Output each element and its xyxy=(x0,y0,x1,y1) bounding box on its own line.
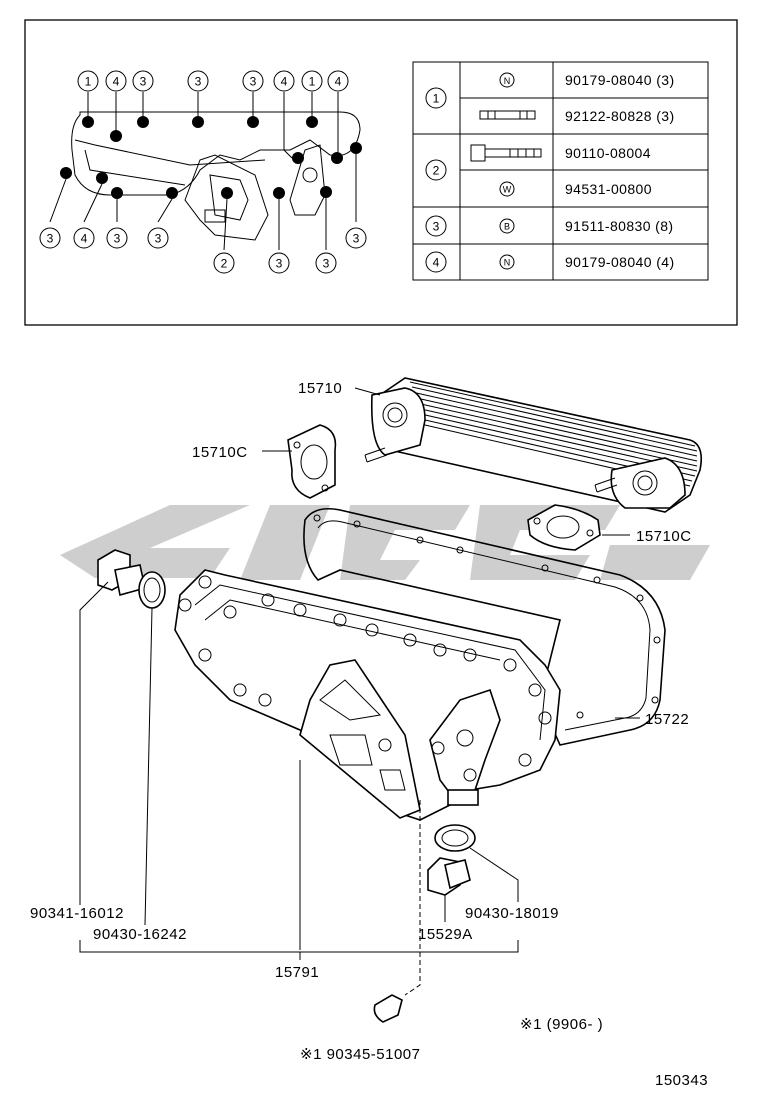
oil-cooler-element xyxy=(364,377,703,513)
svg-text:N: N xyxy=(504,76,511,86)
svg-text:W: W xyxy=(503,185,512,195)
main-leaders xyxy=(79,387,640,960)
table-ref-1: 1 xyxy=(425,87,447,109)
label-gasket-left: 15710C xyxy=(192,444,248,461)
svg-text:4: 4 xyxy=(281,75,288,89)
callout-circle: 4 xyxy=(327,70,349,92)
cooler-cover xyxy=(174,569,561,821)
nut-symbol-icon: N xyxy=(499,72,515,88)
svg-text:3: 3 xyxy=(155,232,162,246)
svg-text:3: 3 xyxy=(353,232,360,246)
svg-text:1: 1 xyxy=(433,92,440,106)
label-gasket-plug-left: 90430-16242 xyxy=(93,926,187,943)
callout-circle: 4 xyxy=(105,70,127,92)
cover-gasket xyxy=(303,507,666,746)
label-oil-cooler: 15710 xyxy=(298,380,342,397)
washer-symbol-icon: W xyxy=(499,181,515,197)
svg-text:4: 4 xyxy=(81,232,88,246)
label-plug-right: 15529A xyxy=(418,926,473,943)
callout-circle: 1 xyxy=(301,70,323,92)
svg-text:3: 3 xyxy=(433,220,440,234)
svg-text:B: B xyxy=(504,222,510,232)
table-part-number: 91511-80830 (8) xyxy=(565,218,673,234)
callout-circle: 4 xyxy=(73,227,95,249)
callout-circle: 3 xyxy=(132,70,154,92)
fastener-table: 1 2 3 4 N W B N 90179-08040 (3) 92122-80… xyxy=(412,61,709,281)
table-part-number: 90110-08004 xyxy=(565,145,651,161)
svg-text:2: 2 xyxy=(433,164,440,178)
plug-gasket-left xyxy=(138,571,166,609)
callout-circle: 3 xyxy=(39,227,61,249)
label-small-plug: ※1 90345-51007 xyxy=(300,1046,421,1063)
table-part-number: 92122-80828 (3) xyxy=(565,108,675,124)
watermark-logo xyxy=(60,505,710,580)
callout-circle: 3 xyxy=(187,70,209,92)
label-note-date: ※1 (9906- ) xyxy=(520,1016,603,1033)
svg-text:3: 3 xyxy=(195,75,202,89)
table-ref-2: 2 xyxy=(425,159,447,181)
small-plug xyxy=(373,994,403,1023)
drain-plug-left xyxy=(97,549,146,597)
svg-text:3: 3 xyxy=(140,75,147,89)
svg-text:1: 1 xyxy=(85,75,92,89)
label-gasket-plug-right: 90430-18019 xyxy=(465,905,559,922)
table-ref-3: 3 xyxy=(425,215,447,237)
plug-gasket-right xyxy=(434,824,476,852)
part-labels: 15710 15710C 15710C 15722 90341-16012 90… xyxy=(30,380,708,1089)
callout-circle: 1 xyxy=(77,70,99,92)
bolt-symbol-icon: B xyxy=(499,218,515,234)
table-part-number: 90179-08040 (4) xyxy=(565,254,675,270)
callout-circle: 3 xyxy=(242,70,264,92)
svg-text:4: 4 xyxy=(113,75,120,89)
svg-text:3: 3 xyxy=(47,232,54,246)
inset-leaders xyxy=(49,92,357,251)
callout-circle: 4 xyxy=(273,70,295,92)
svg-text:3: 3 xyxy=(323,257,330,271)
callout-circle: 3 xyxy=(106,227,128,249)
inset-callouts-bottom: 3 4 3 3 2 3 3 3 xyxy=(39,227,367,274)
gasket-left xyxy=(287,424,337,499)
inset-cover-sketch xyxy=(71,111,361,241)
inset-bolt-dots xyxy=(60,116,362,199)
callout-circle: 2 xyxy=(213,252,235,274)
svg-text:3: 3 xyxy=(250,75,257,89)
svg-text:1: 1 xyxy=(309,75,316,89)
svg-text:3: 3 xyxy=(276,257,283,271)
svg-text:N: N xyxy=(504,258,511,268)
dashed-centerline xyxy=(404,800,421,996)
svg-text:3: 3 xyxy=(114,232,121,246)
callout-circle: 3 xyxy=(315,252,337,274)
svg-text:4: 4 xyxy=(335,75,342,89)
label-plug-left: 90341-16012 xyxy=(30,905,124,922)
callout-circle: 3 xyxy=(147,227,169,249)
callout-circle: 3 xyxy=(345,227,367,249)
inset-callouts-top: 1 4 3 3 3 4 1 4 xyxy=(77,70,349,92)
stud-bolt-icon xyxy=(479,110,536,120)
label-cooler-cover: 15791 xyxy=(275,964,319,981)
label-diagram-number: 150343 xyxy=(655,1072,708,1089)
drain-plug-right xyxy=(427,857,471,896)
label-gasket-right: 15710C xyxy=(636,528,692,545)
svg-text:4: 4 xyxy=(433,256,440,270)
callout-circle: 3 xyxy=(268,252,290,274)
svg-text:2: 2 xyxy=(221,257,228,271)
table-part-number: 90179-08040 (3) xyxy=(565,72,675,88)
inset-panel: 1 4 3 3 3 4 1 4 3 4 3 3 2 3 3 3 xyxy=(24,19,738,326)
table-ref-4: 4 xyxy=(425,251,447,273)
nut-symbol-icon: N xyxy=(499,254,515,270)
gasket-right xyxy=(527,504,601,551)
table-part-number: 94531-00800 xyxy=(565,181,652,197)
label-cover-gasket: 15722 xyxy=(645,711,689,728)
bolt-icon xyxy=(470,144,542,162)
